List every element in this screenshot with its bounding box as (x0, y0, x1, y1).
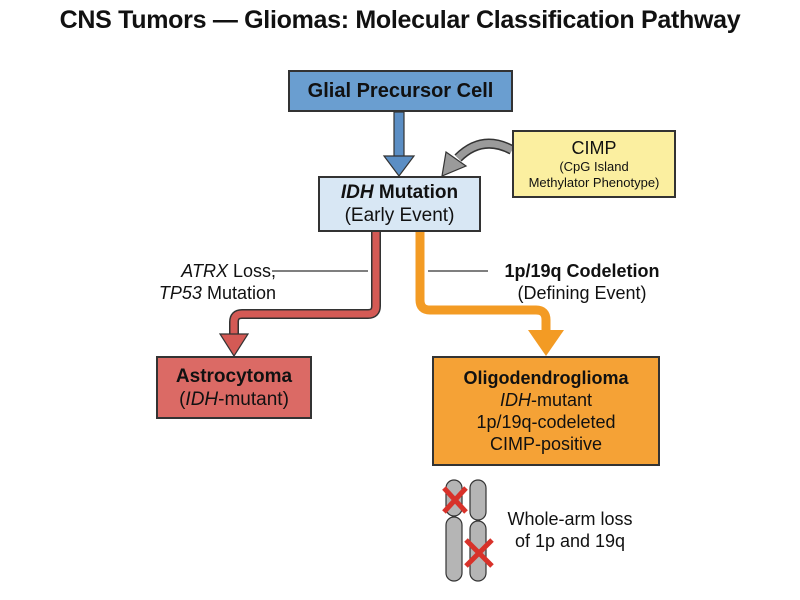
arrow-idh-to-astrocytoma (218, 232, 381, 358)
idh-sub: (Early Event) (344, 205, 455, 226)
node-label: Glial Precursor Cell (307, 79, 494, 102)
cross-1p-icon (442, 486, 468, 514)
edge-label-astrocytoma-path: ATRX Loss, TP53 Mutation (140, 260, 276, 304)
node-glial-precursor-cell: Glial Precursor Cell (288, 70, 513, 112)
astrocytoma-sub-open: ( (179, 388, 186, 410)
cimp-line2: Methylator Phenotype) (528, 175, 660, 190)
edge-label-oligodendroglioma-path: 1p/19q Codeletion (Defining Event) (482, 260, 682, 304)
node-oligodendroglioma: Oligodendroglioma IDH-mutant 1p/19q-code… (432, 356, 660, 466)
oligo-line3: CIMP-positive (489, 434, 603, 454)
tp53-rest: Mutation (201, 283, 276, 303)
oligo-line1-gene: IDH (499, 390, 531, 410)
cross-19q-icon (464, 538, 494, 568)
arrow-idh-to-oligodendroglioma (415, 232, 564, 356)
arrow-precursor-to-idh (382, 111, 416, 177)
node-astrocytoma: Astrocytoma (IDH-mutant) (156, 356, 312, 419)
tp53-gene: TP53 (158, 283, 202, 303)
idh-gene: IDH (340, 182, 374, 203)
oligo-line1: IDH-mutant (500, 389, 592, 411)
atrx-rest: Loss, (227, 261, 276, 281)
node-idh-mutation: IDH Mutation (Early Event) (318, 176, 481, 232)
astrocytoma-sub: (IDH-mutant) (179, 388, 289, 411)
idh-title: IDH Mutation (341, 181, 458, 204)
astrocytoma-sub-gene: IDH (185, 388, 219, 410)
atrx-gene: ATRX (181, 261, 228, 281)
node-cimp: CIMP (CpG Island Methylator Phenotype) (512, 130, 676, 198)
codeletion-title: 1p/19q Codeletion (504, 261, 660, 281)
chromosome-19 (469, 479, 487, 582)
arrow-cimp-to-idh (441, 138, 515, 177)
codeletion-sub: (Defining Event) (517, 283, 647, 303)
idh-rest: Mutation (373, 182, 459, 203)
chromosome-note-line2: of 1p and 19q (514, 531, 626, 551)
astrocytoma-name: Astrocytoma (175, 365, 293, 387)
cimp-line1: (CpG Island (559, 159, 629, 174)
chromosome-note-line1: Whole-arm loss (507, 509, 633, 529)
page-title: CNS Tumors — Gliomas: Molecular Classifi… (59, 6, 741, 34)
oligo-line2: 1p/19q-codeleted (476, 412, 616, 432)
oligo-line1-rest: -mutant (530, 390, 593, 410)
astrocytoma-sub-rest: -mutant) (218, 388, 289, 410)
oligo-name: Oligodendroglioma (463, 368, 629, 388)
cimp-title: CIMP (571, 138, 617, 158)
chromosome-note: Whole-arm loss of 1p and 19q (495, 508, 645, 552)
